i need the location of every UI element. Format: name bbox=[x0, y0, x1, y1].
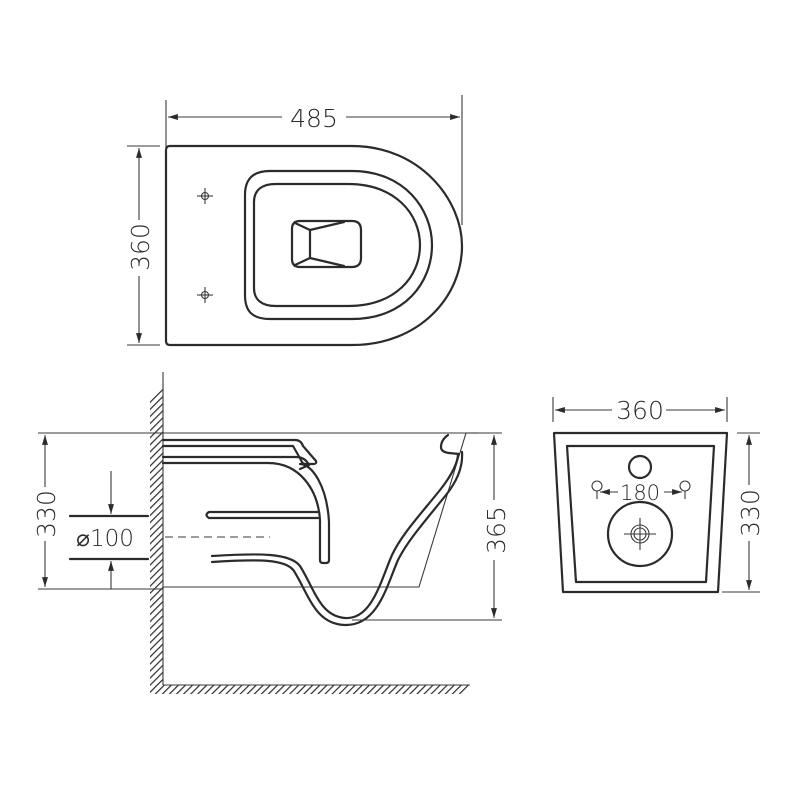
bolt-hole-left bbox=[591, 480, 603, 499]
rear-width-label: 360 bbox=[616, 396, 664, 425]
front-height-dimension: 365 bbox=[352, 432, 511, 621]
trapway-curve bbox=[210, 452, 460, 620]
toilet-top-outline bbox=[164, 144, 464, 347]
bolt-spacing-dimension: 180 bbox=[600, 481, 682, 505]
rear-width-dimension: 360 bbox=[552, 396, 728, 425]
top-depth-dimension: 360 bbox=[126, 145, 160, 346]
seat-hole-top bbox=[197, 188, 213, 204]
water-inlet bbox=[627, 454, 653, 480]
rear-inner-outline bbox=[565, 444, 716, 584]
seat-hole-bottom bbox=[197, 287, 213, 303]
toilet-side-outline bbox=[163, 432, 467, 588]
bowl-outlet bbox=[290, 219, 363, 269]
top-width-label: 485 bbox=[290, 104, 338, 133]
wall-hatch bbox=[150, 383, 470, 694]
bolt-hole-right bbox=[679, 480, 691, 499]
toilet-rim-outer bbox=[243, 169, 434, 321]
pipe-diameter-label: ⌀100 bbox=[76, 526, 134, 552]
side-height-dimension: 330 bbox=[32, 432, 163, 590]
waste-outlet bbox=[606, 500, 674, 568]
rear-height-label: 330 bbox=[736, 489, 765, 537]
top-depth-label: 360 bbox=[126, 223, 155, 271]
front-height-label: 365 bbox=[482, 506, 511, 554]
side-height-label: 330 bbox=[32, 490, 61, 538]
rear-outer-outline bbox=[552, 431, 729, 594]
pipe-diameter-dimension: ⌀100 bbox=[68, 471, 150, 589]
top-width-dimension: 485 bbox=[165, 95, 463, 225]
rear-height-dimension: 330 bbox=[722, 432, 765, 593]
toilet-rim-inner bbox=[252, 182, 422, 308]
rear-view: 360 180 bbox=[552, 396, 765, 594]
top-view: 485 360 bbox=[126, 95, 464, 347]
side-view: 330 ⌀100 36 bbox=[32, 372, 511, 694]
